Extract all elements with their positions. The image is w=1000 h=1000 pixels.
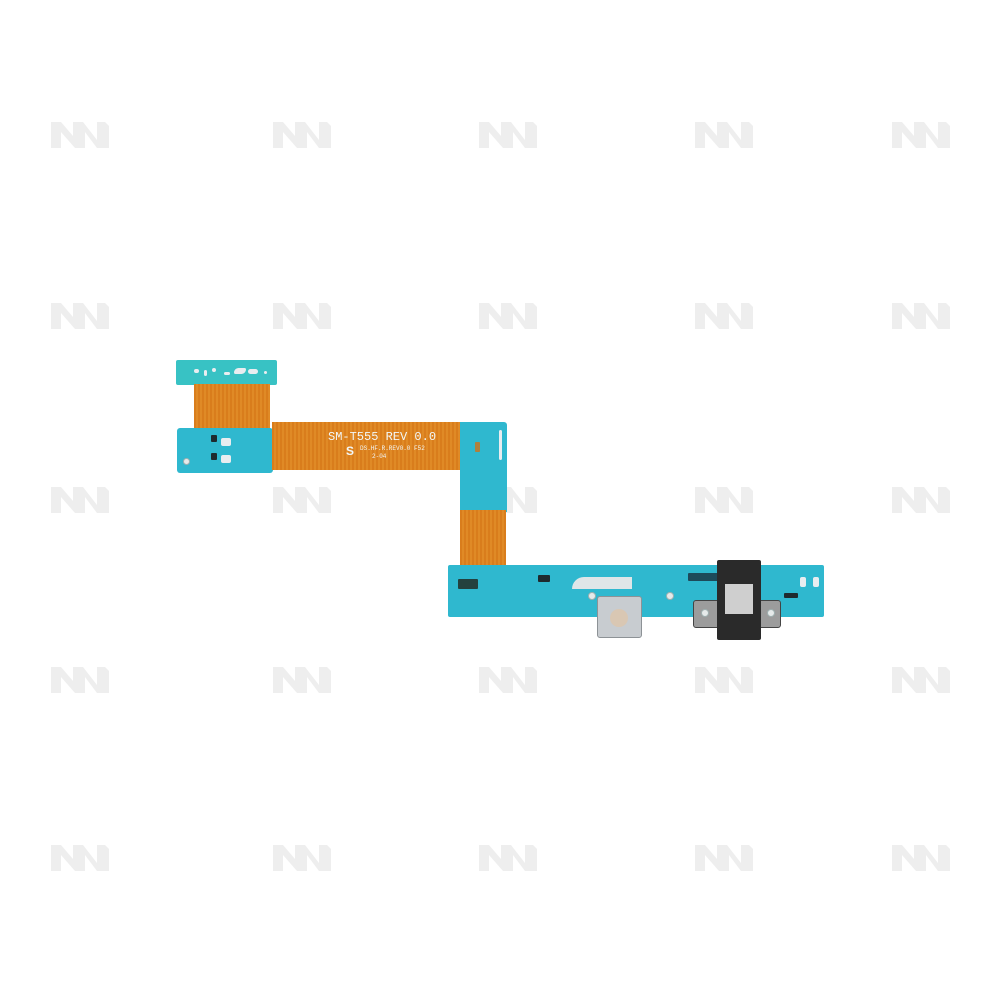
watermark-logo-icon [51,667,109,693]
left-board [177,428,273,473]
watermark-logo-icon [273,667,331,693]
watermark-logo-icon [892,303,950,329]
watermark-logo-icon [479,845,537,871]
watermark-logo-icon [695,122,753,148]
watermark-logo-icon [51,487,109,513]
pcb-date-label: 2-04 [372,453,387,460]
pcb-model-label: SM-T555 REV 0.0 [328,430,437,444]
watermark-logo-icon [273,487,331,513]
watermark-logo-icon [892,487,950,513]
micro-usb-port [597,596,642,638]
watermark-logo-icon [892,122,950,148]
flex-segment-horizontal: SM-T555 REV 0.0 DS.HF.R.REV0.0 F52 2-04 … [272,422,462,470]
watermark-logo-icon [273,845,331,871]
samsung-logo-icon: S [346,444,355,458]
watermark-logo-icon [479,122,537,148]
top-connector-board [176,360,277,385]
watermark-logo-icon [273,122,331,148]
watermark-logo-icon [51,303,109,329]
watermark-logo-icon [273,303,331,329]
watermark-logo-icon [892,667,950,693]
watermark-logo-icon [479,667,537,693]
audio-jack [693,560,781,640]
watermark-logo-icon [51,122,109,148]
watermark-logo-icon [51,845,109,871]
watermark-logo-icon [479,303,537,329]
watermark-logo-icon [695,303,753,329]
flex-segment-left [194,384,270,430]
right-mid-board [460,422,507,512]
watermark-logo-icon [695,667,753,693]
pcb-revision-label: DS.HF.R.REV0.0 F52 [360,445,425,452]
watermark-logo-icon [695,845,753,871]
watermark-logo-icon [892,845,950,871]
watermark-logo-icon [695,487,753,513]
